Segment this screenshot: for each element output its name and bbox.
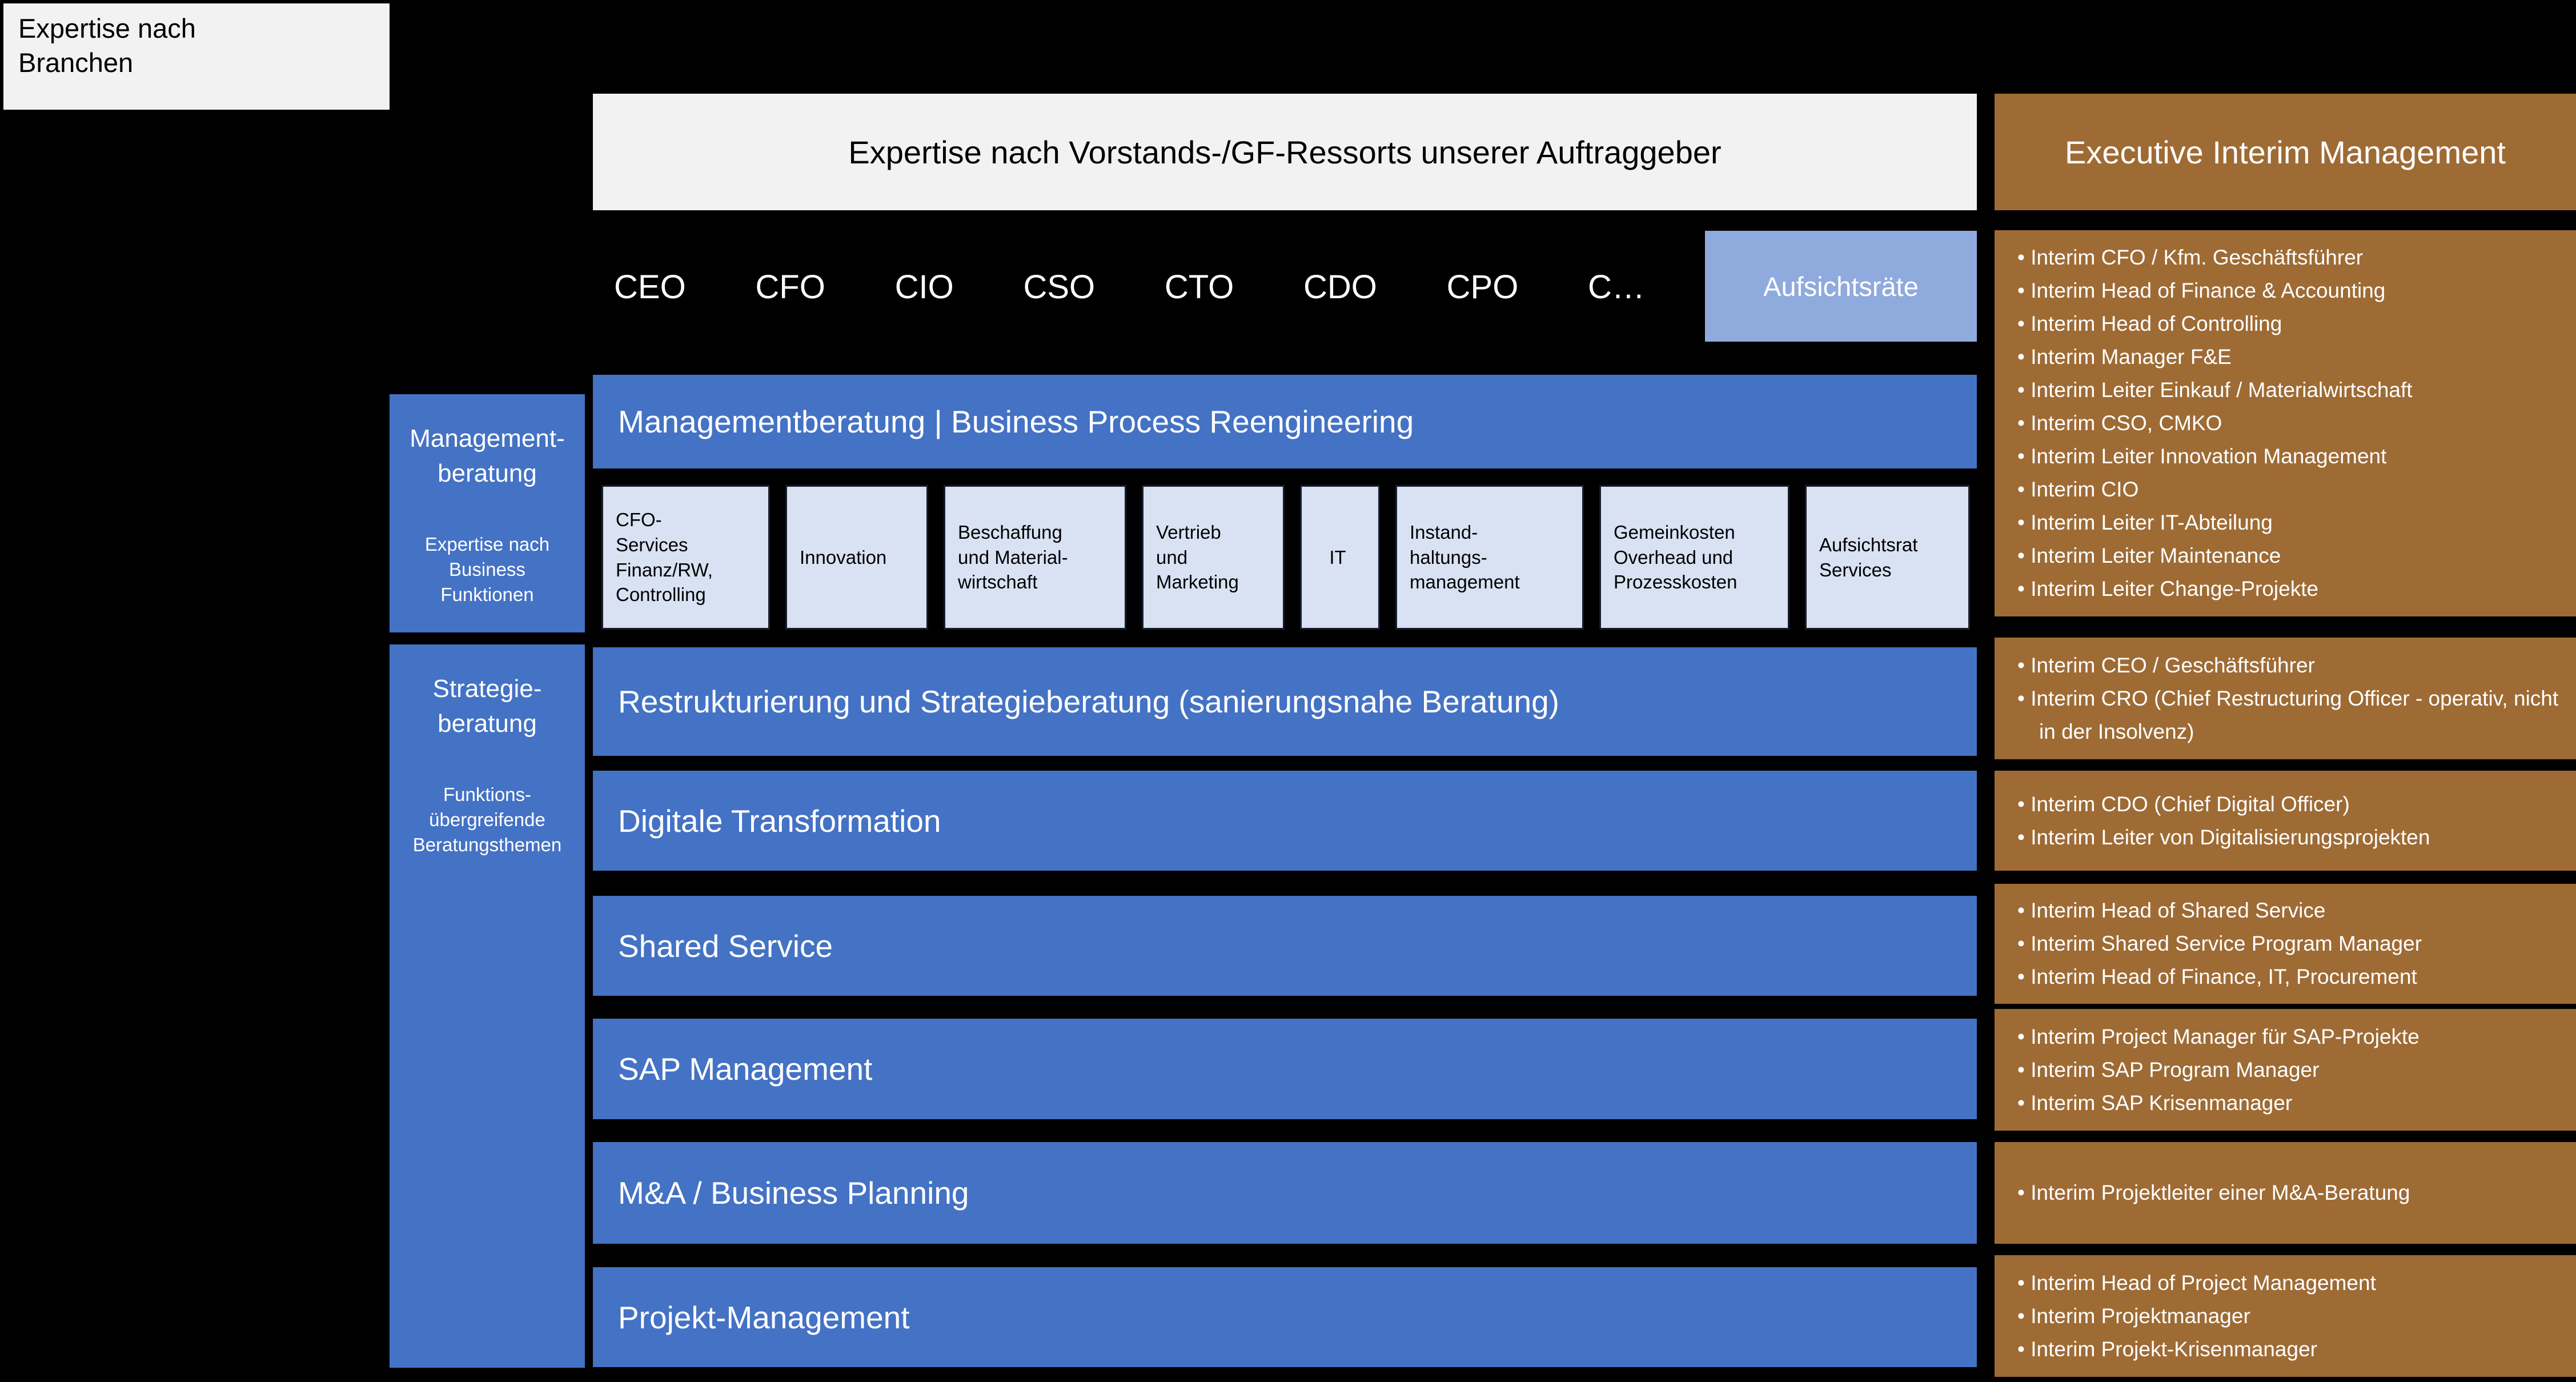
left-column-subtitle: Funktions- übergreifende Beratungsthemen xyxy=(412,784,562,856)
interim-item: Interim Projekt-Krisenmanager xyxy=(2017,1333,2562,1366)
interim-item: Interim Leiter von Digitalisierungsproje… xyxy=(2017,821,2562,854)
interim-item: Interim CIO xyxy=(2017,473,2562,506)
row-restrukturierung: Restrukturierung und Strategieberatung (… xyxy=(593,647,1977,756)
row-title: Projekt-Management xyxy=(618,1299,910,1335)
interim-box-digitale-transformation: Interim CDO (Chief Digital Officer) Inte… xyxy=(1995,771,2576,871)
row-title: M&A / Business Planning xyxy=(618,1175,969,1211)
interim-item: Interim Leiter Einkauf / Materialwirtsch… xyxy=(2017,374,2562,407)
csuite-label-cso: CSO xyxy=(1023,268,1096,306)
csuite-row: CEO CFO CIO CSO CTO CDO CPO C… xyxy=(614,258,1645,315)
branchen-header: Expertise nach Branchen xyxy=(3,3,390,110)
interim-item: Interim CRO (Chief Restructuring Officer… xyxy=(2017,682,2562,748)
function-box-beschaffung: Beschaffung und Material- wirtschaft xyxy=(944,485,1126,630)
csuite-label-cfo: CFO xyxy=(755,268,825,306)
row-sap-management: SAP Management xyxy=(593,1019,1977,1119)
row-managementberatung: Managementberatung | Business Process Re… xyxy=(593,375,1977,468)
interim-box-restrukturierung: Interim CEO / Geschäftsführer Interim CR… xyxy=(1995,638,2576,759)
left-column-strategieberatung: Strategie- beratung Funktions- übergreif… xyxy=(390,644,585,1368)
interim-item: Interim Head of Project Management xyxy=(2017,1267,2562,1300)
csuite-label-cpo: CPO xyxy=(1446,268,1519,306)
left-column-managementberatung: Management- beratung Expertise nach Busi… xyxy=(390,394,585,632)
row-title: SAP Management xyxy=(618,1051,873,1087)
aufsichtsraete-box: Aufsichtsräte xyxy=(1705,231,1977,342)
interim-box-projekt-management: Interim Head of Project Management Inter… xyxy=(1995,1255,2576,1377)
function-box-vertrieb-marketing: Vertrieb und Marketing xyxy=(1142,485,1285,630)
interim-box-management: Interim CFO / Kfm. Geschäftsführer Inter… xyxy=(1995,230,2576,616)
function-box-innovation: Innovation xyxy=(785,485,928,630)
ressorts-header: Expertise nach Vorstands-/GF-Ressorts un… xyxy=(593,94,1977,210)
interim-item: Interim Projektleiter einer M&A-Beratung xyxy=(2017,1176,2562,1209)
interim-item: Interim SAP Krisenmanager xyxy=(2017,1087,2562,1120)
interim-item: Interim Manager F&E xyxy=(2017,341,2562,374)
function-box-strip: CFO- Services Finanz/RW, Controlling Inn… xyxy=(601,485,1970,630)
interim-box-shared-service: Interim Head of Shared Service Interim S… xyxy=(1995,884,2576,1004)
row-projekt-management: Projekt-Management xyxy=(593,1267,1977,1367)
interim-item: Interim Project Manager für SAP-Projekte xyxy=(2017,1020,2562,1053)
row-title: Digitale Transformation xyxy=(618,803,941,839)
interim-box-ma: Interim Projektleiter einer M&A-Beratung xyxy=(1995,1142,2576,1244)
interim-item: Interim Head of Shared Service xyxy=(2017,894,2562,927)
function-box-aufsichtsrat-services: Aufsichtsrat Services xyxy=(1805,485,1970,630)
interim-item: Interim SAP Program Manager xyxy=(2017,1053,2562,1087)
row-ma-business-planning: M&A / Business Planning xyxy=(593,1142,1977,1244)
row-digitale-transformation: Digitale Transformation xyxy=(593,771,1977,871)
row-title: Shared Service xyxy=(618,928,833,964)
csuite-label-cdo: CDO xyxy=(1303,268,1377,306)
csuite-label-c-ellipsis: C… xyxy=(1588,268,1645,306)
row-shared-service: Shared Service xyxy=(593,896,1977,996)
interim-item: Interim Shared Service Program Manager xyxy=(2017,927,2562,960)
function-box-cfo-services: CFO- Services Finanz/RW, Controlling xyxy=(601,485,770,630)
row-title: Restrukturierung und Strategieberatung (… xyxy=(618,684,1559,719)
interim-item: Interim CDO (Chief Digital Officer) xyxy=(2017,788,2562,821)
interim-box-sap-management: Interim Project Manager für SAP-Projekte… xyxy=(1995,1009,2576,1131)
interim-item: Interim Leiter Maintenance xyxy=(2017,539,2562,572)
left-column-title: Management- beratung xyxy=(410,424,565,487)
interim-item: Interim CSO, CMKO xyxy=(2017,407,2562,440)
interim-item: Interim Head of Controlling xyxy=(2017,307,2562,341)
interim-item: Interim Projektmanager xyxy=(2017,1300,2562,1333)
interim-item: Interim CFO / Kfm. Geschäftsführer xyxy=(2017,241,2562,274)
interim-item: Interim Head of Finance & Accounting xyxy=(2017,274,2562,307)
interim-header: Executive Interim Management xyxy=(1995,94,2576,210)
interim-item: Interim Leiter IT-Abteilung xyxy=(2017,506,2562,539)
interim-item: Interim Leiter Change-Projekte xyxy=(2017,572,2562,606)
function-box-gemeinkosten: Gemeinkosten Overhead und Prozesskosten xyxy=(1599,485,1789,630)
interim-item: Interim Head of Finance, IT, Procurement xyxy=(2017,960,2562,994)
csuite-label-ceo: CEO xyxy=(614,268,686,306)
csuite-label-cto: CTO xyxy=(1164,268,1234,306)
row-title: Managementberatung | Business Process Re… xyxy=(618,404,1414,439)
csuite-label-cio: CIO xyxy=(894,268,954,306)
function-box-instandhaltung: Instand- haltungs- management xyxy=(1395,485,1584,630)
interim-item: Interim CEO / Geschäftsführer xyxy=(2017,649,2562,682)
function-box-it: IT xyxy=(1300,485,1380,630)
interim-item: Interim Leiter Innovation Management xyxy=(2017,440,2562,473)
left-column-title: Strategie- beratung xyxy=(432,675,542,738)
left-column-subtitle: Expertise nach Business Funktionen xyxy=(424,534,550,606)
